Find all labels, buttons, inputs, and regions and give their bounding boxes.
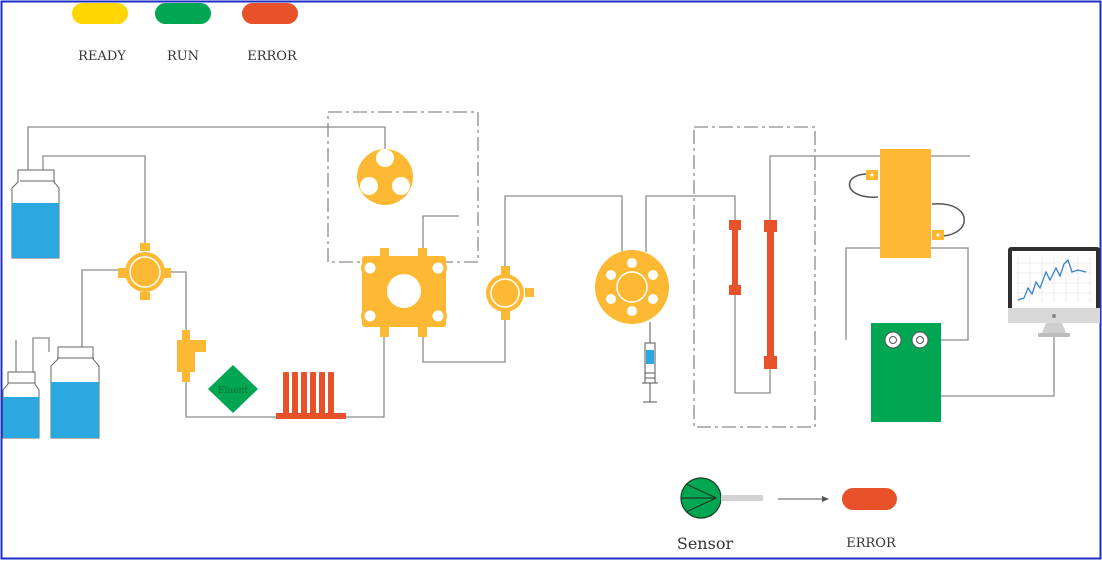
autosampler-selector-valve[interactable] [357,149,413,205]
sensor-label: Sensor [677,534,734,553]
legend: READY RUN ERROR [72,3,298,64]
analytical-column[interactable] [764,220,777,369]
suppressor[interactable] [848,149,965,258]
syringe-icon[interactable] [642,322,658,403]
solvent-bottle-medium[interactable] [50,346,100,439]
legend-error-label: ERROR [247,49,298,64]
pump-mixer[interactable] [118,243,171,300]
legend-ready-label: READY [78,49,126,64]
six-port-valve[interactable] [595,250,669,324]
guard-column[interactable] [729,220,741,295]
secondary-pump[interactable] [486,266,534,320]
sensor-status-label: ERROR [846,536,897,551]
legend-ready-swatch [72,3,128,24]
eluent-label: Eluent [218,386,248,396]
solvent-bottle-small[interactable] [2,371,40,439]
legend-run-label: RUN [167,49,199,64]
eluent-generator[interactable]: Eluent [208,365,258,413]
legend-run-swatch [155,3,211,24]
conductivity-detector[interactable] [871,323,941,422]
sensor-status: ERROR [778,488,897,551]
heater-coil[interactable] [276,372,346,419]
inline-filter[interactable] [177,330,206,382]
column-oven-enclosure [693,126,816,428]
solvent-bottle-large[interactable] [11,169,60,259]
sensor[interactable]: Sensor [677,477,763,553]
legend-error-swatch [242,3,298,24]
monitor-icon[interactable] [1008,247,1100,337]
sensor-status-swatch [842,488,897,510]
injection-valve[interactable] [361,248,447,337]
